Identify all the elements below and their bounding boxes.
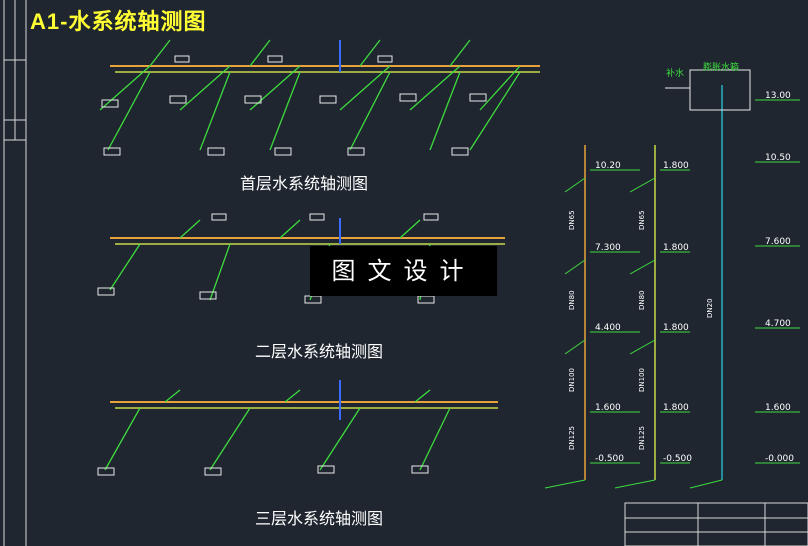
- right-level-5: 1.600: [765, 403, 791, 413]
- riser-diagram: 10.20 7.300 4.400 1.600 -0.500 1.800 1.8…: [544, 61, 800, 489]
- mid-level-5: -0.500: [663, 454, 692, 464]
- right-level-3: 7.600: [765, 237, 791, 247]
- drawing-border: [3, 0, 27, 546]
- expansion-tank-label: 膨胀水箱: [703, 61, 739, 73]
- pipe-size-mid-1: DN65: [638, 210, 646, 230]
- right-level-4: 4.700: [765, 319, 791, 329]
- right-level-2: 10.50: [765, 153, 791, 163]
- pipe-size-mid-4: DN125: [638, 426, 646, 450]
- pipe-size-expansion: DN20: [706, 298, 714, 318]
- left-level-1: 10.20: [595, 161, 621, 171]
- right-level-6: -0.000: [765, 454, 794, 464]
- floor1-title: 首层水系统轴测图: [240, 174, 369, 193]
- pipe-size-left-3: DN100: [568, 368, 576, 392]
- drawing-main-title: A1-水系统轴测图: [30, 9, 207, 34]
- left-level-2: 7.300: [595, 243, 621, 253]
- floor3-axonometric: [97, 380, 498, 476]
- pipe-size-mid-3: DN100: [638, 368, 646, 392]
- left-level-3: 4.400: [595, 323, 621, 333]
- makeup-water-label: 补水: [666, 67, 684, 79]
- floor2-title: 二层水系统轴测图: [255, 342, 384, 361]
- mid-level-2: 1.800: [663, 243, 689, 253]
- left-level-4: 1.600: [595, 403, 621, 413]
- pipe-size-mid-2: DN80: [638, 290, 646, 310]
- expansion-tank: [689, 69, 751, 111]
- mid-level-3: 1.800: [663, 323, 689, 333]
- floor3-title: 三层水系统轴测图: [255, 509, 384, 528]
- pipe-size-left-2: DN80: [568, 290, 576, 310]
- floor1-axonometric: [99, 39, 540, 156]
- mid-level-4: 1.800: [663, 403, 689, 413]
- right-level-1: 13.00: [765, 91, 791, 101]
- mid-level-1: 1.800: [663, 161, 689, 171]
- pipe-size-left-4: DN125: [568, 426, 576, 450]
- title-block: [624, 502, 808, 546]
- pipe-size-left-1: DN65: [568, 210, 576, 230]
- left-level-5: -0.500: [595, 454, 624, 464]
- watermark: 图文设计: [310, 246, 497, 296]
